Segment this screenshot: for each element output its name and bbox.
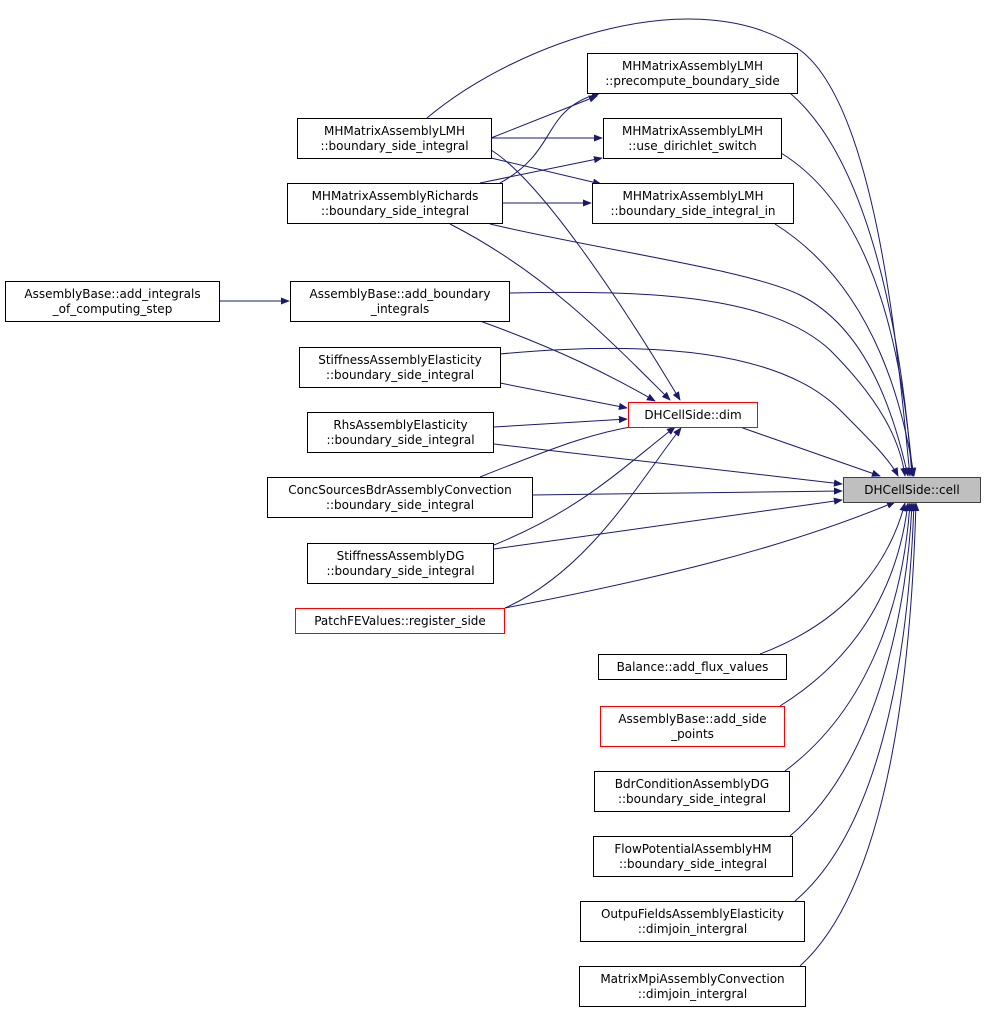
edge-rhs_elast-cell xyxy=(493,443,843,487)
node-label: ::dimjoin_intergral xyxy=(637,921,748,936)
edge-richards-use_dirichlet xyxy=(479,156,603,184)
edge-ab_add_boundary-cell xyxy=(508,291,908,477)
node-label: MHMatrixAssemblyRichards xyxy=(311,188,479,203)
node-label: ::boundary_side_integral xyxy=(320,203,470,218)
edge-rhs_elast-dim xyxy=(493,415,628,428)
node-label: OutpuFieldsAssemblyElasticity xyxy=(600,906,785,921)
node-label: ::boundary_side_integral xyxy=(617,791,767,806)
node-label: FlowPotentialAssemblyHM xyxy=(614,841,772,856)
node-label: ::boundary_side_integral xyxy=(326,432,475,447)
node-label: ::boundary_side_integral xyxy=(325,367,475,382)
node-label: AssemblyBase::add_side xyxy=(618,711,767,726)
edge-ab_add_boundary-dim xyxy=(479,320,656,402)
node-outpu-fields-elasticity[interactable]: OutpuFieldsAssemblyElasticity::dimjoin_i… xyxy=(580,901,805,942)
edge-balance-cell xyxy=(759,502,907,655)
node-label: ConcSourcesBdrAssemblyConvection xyxy=(288,482,512,497)
edge-matrixmpi-cell xyxy=(799,502,920,967)
node-label: DHCellSide::dim xyxy=(644,407,742,422)
node-label: ::boundary_side_integral xyxy=(320,138,469,153)
edge-stiff_dg-cell xyxy=(493,497,843,550)
node-label: ::boundary_side_integral xyxy=(326,563,475,578)
node-label: _points xyxy=(671,726,714,741)
node-add-flux-values[interactable]: Balance::add_flux_values xyxy=(598,654,787,680)
node-register-side[interactable]: PatchFEValues::register_side xyxy=(295,608,505,634)
node-label: ::boundary_side_integral_in xyxy=(610,203,776,218)
edge-lmh_bsi-bsi_in xyxy=(490,157,602,186)
node-rhs-elasticity[interactable]: RhsAssemblyElasticity::boundary_side_int… xyxy=(307,412,494,453)
node-label: MatrixMpiAssemblyConvection xyxy=(600,971,785,986)
edge-dim-cell xyxy=(739,426,881,477)
node-label: AssemblyBase::add_boundary xyxy=(309,286,491,301)
node-conc-sources-bdr[interactable]: ConcSourcesBdrAssemblyConvection::bounda… xyxy=(267,477,533,518)
node-bdr-condition-dg[interactable]: BdrConditionAssemblyDG::boundary_side_in… xyxy=(594,771,790,812)
node-label: AssemblyBase::add_integrals xyxy=(24,286,201,301)
node-matrix-mpi-convection[interactable]: MatrixMpiAssemblyConvection::dimjoin_int… xyxy=(579,966,806,1007)
node-label: _of_computing_step xyxy=(52,301,173,316)
node-label: DHCellSide::cell xyxy=(864,482,960,497)
node-label: MHMatrixAssemblyLMH xyxy=(622,188,764,203)
node-use-dirichlet-switch[interactable]: MHMatrixAssemblyLMH::use_dirichlet_switc… xyxy=(603,118,782,159)
edge-richards-precompute xyxy=(499,91,601,184)
edge-patch-cell xyxy=(504,501,896,609)
edge-ab_add_side-cell xyxy=(779,502,911,707)
edge-stiff_dg-dim xyxy=(493,426,676,546)
node-label: Balance::add_flux_values xyxy=(616,659,769,674)
node-label: MHMatrixAssemblyLMH xyxy=(621,123,764,138)
node-precompute-boundary-side[interactable]: MHMatrixAssemblyLMH::precompute_boundary… xyxy=(587,53,798,94)
edge-stiff_elast-cell xyxy=(499,347,899,477)
node-add-side-points[interactable]: AssemblyBase::add_side_points xyxy=(600,706,785,747)
edge-outpu-cell xyxy=(794,502,918,902)
node-stiffness-dg[interactable]: StiffnessAssemblyDG::boundary_side_integ… xyxy=(307,543,494,584)
node-add-integrals-of-computing-step[interactable]: AssemblyBase::add_integrals_of_computing… xyxy=(5,281,220,322)
edge-richards-cell xyxy=(489,223,910,477)
node-add-boundary-integrals[interactable]: AssemblyBase::add_boundary_integrals xyxy=(290,281,510,322)
edge-conc-cell xyxy=(531,487,843,496)
edge-bsi_in-cell xyxy=(774,223,917,477)
node-label: RhsAssemblyElasticity xyxy=(333,417,468,432)
node-dhcellside-dim[interactable]: DHCellSide::dim xyxy=(628,402,758,428)
node-label: ::boundary_side_integral xyxy=(325,497,475,512)
node-richards-boundary-side-integral[interactable]: MHMatrixAssemblyRichards::boundary_side_… xyxy=(287,183,503,224)
node-label: PatchFEValues::register_side xyxy=(314,613,486,628)
node-label: MHMatrixAssemblyLMH xyxy=(323,123,466,138)
edge-stiff_elast-dim xyxy=(499,382,628,410)
node-label: ::dimjoin_intergral xyxy=(637,986,748,1001)
node-label: BdrConditionAssemblyDG xyxy=(614,776,770,791)
edge-richards-dim xyxy=(449,223,671,401)
edge-lmh_bsi-dim xyxy=(490,149,681,401)
node-boundary-side-integral-in[interactable]: MHMatrixAssemblyLMH::boundary_side_integ… xyxy=(592,183,794,224)
node-label: _integrals xyxy=(370,301,430,316)
node-label: ::precompute_boundary_side xyxy=(605,73,780,88)
edge-conc-dim xyxy=(479,421,651,478)
edge-patch-dim xyxy=(504,427,682,609)
node-lmh-boundary-side-integral[interactable]: MHMatrixAssemblyLMH::boundary_side_integ… xyxy=(297,118,492,159)
node-label: ::boundary_side_integral xyxy=(618,856,768,871)
node-flow-potential-hm[interactable]: FlowPotentialAssemblyHM::boundary_side_i… xyxy=(593,836,793,877)
edge-flow-cell xyxy=(789,502,916,837)
edge-use_dirichlet-cell xyxy=(780,152,916,477)
node-dhcellside-cell: DHCellSide::cell xyxy=(843,477,981,503)
node-label: StiffnessAssemblyDG xyxy=(336,548,465,563)
node-stiffness-elasticity[interactable]: StiffnessAssemblyElasticity::boundary_si… xyxy=(299,347,501,388)
node-label: MHMatrixAssemblyLMH xyxy=(621,58,764,73)
node-label: ::use_dirichlet_switch xyxy=(628,138,757,153)
edge-precompute-cell xyxy=(789,92,916,477)
edge-lmh_bsi-precompute xyxy=(490,95,598,139)
node-label: StiffnessAssemblyElasticity xyxy=(318,352,482,367)
edge-bdr-cell xyxy=(784,502,914,772)
